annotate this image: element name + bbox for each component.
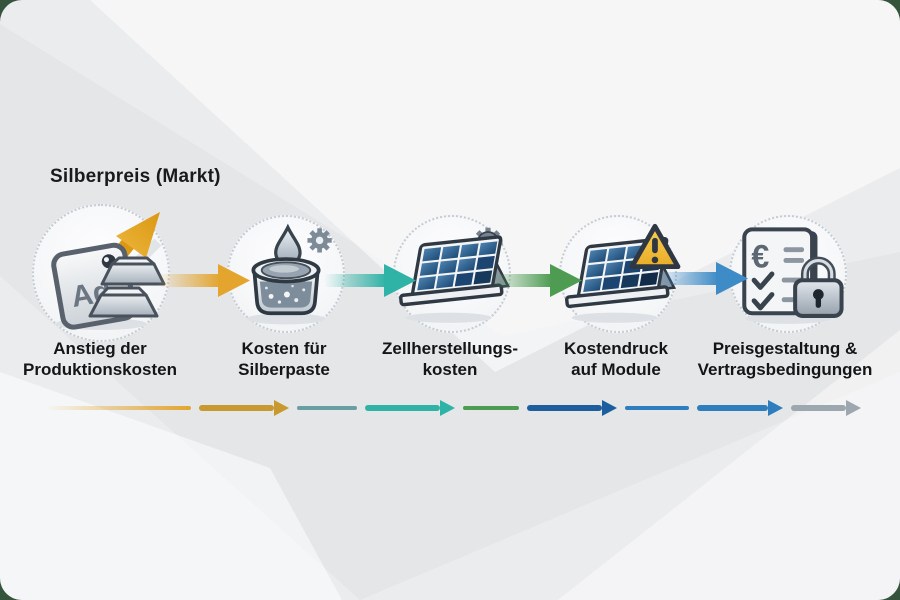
silver-ingot xyxy=(100,256,166,286)
flow-arrow-icon xyxy=(656,262,748,295)
timeline-segment-arrow xyxy=(527,400,617,416)
solar-panel-warning-icon xyxy=(565,223,681,323)
stage-label: Kosten für Silberpaste xyxy=(238,339,330,379)
stage-circle: Ag xyxy=(32,204,170,342)
silver-ag-rising-arrow-icon: Ag xyxy=(51,212,166,330)
timeline-segment-fade xyxy=(45,406,191,410)
stage-label: Zellherstellungs- kosten xyxy=(381,339,519,379)
timeline-arrow xyxy=(45,399,871,417)
flow-arrow-icon xyxy=(490,264,582,297)
gear-icon xyxy=(307,228,332,253)
timeline-segment-arrow xyxy=(697,400,783,416)
flow-arrow-icon xyxy=(324,264,416,297)
stage-label: Kostendruck auf Module xyxy=(564,339,668,379)
warning-triangle-icon xyxy=(629,223,681,270)
timeline-segment-line xyxy=(297,406,357,410)
stage-label: Preisgestaltung & Vertragsbedingungen xyxy=(697,339,873,379)
stage-circle: € xyxy=(729,215,847,333)
timeline-segment-line xyxy=(463,406,519,410)
contract-lock-icon: € xyxy=(742,227,844,324)
timeline-segment-arrow xyxy=(199,400,289,416)
silver-ingot xyxy=(88,286,159,318)
flow-arrow-icon xyxy=(158,264,250,297)
timeline-segment-line xyxy=(625,406,689,410)
stage-label: Anstieg der Produktionskosten xyxy=(23,339,177,379)
stage-circle xyxy=(393,215,511,333)
lock-icon xyxy=(793,256,844,318)
timeline-segment-arrow xyxy=(365,400,455,416)
silver-paste-jar-icon xyxy=(246,223,332,325)
timeline-segment-arrow xyxy=(791,400,861,416)
diagram-title: Silberpreis (Markt) xyxy=(50,166,221,187)
svg-text:€: € xyxy=(751,239,769,275)
